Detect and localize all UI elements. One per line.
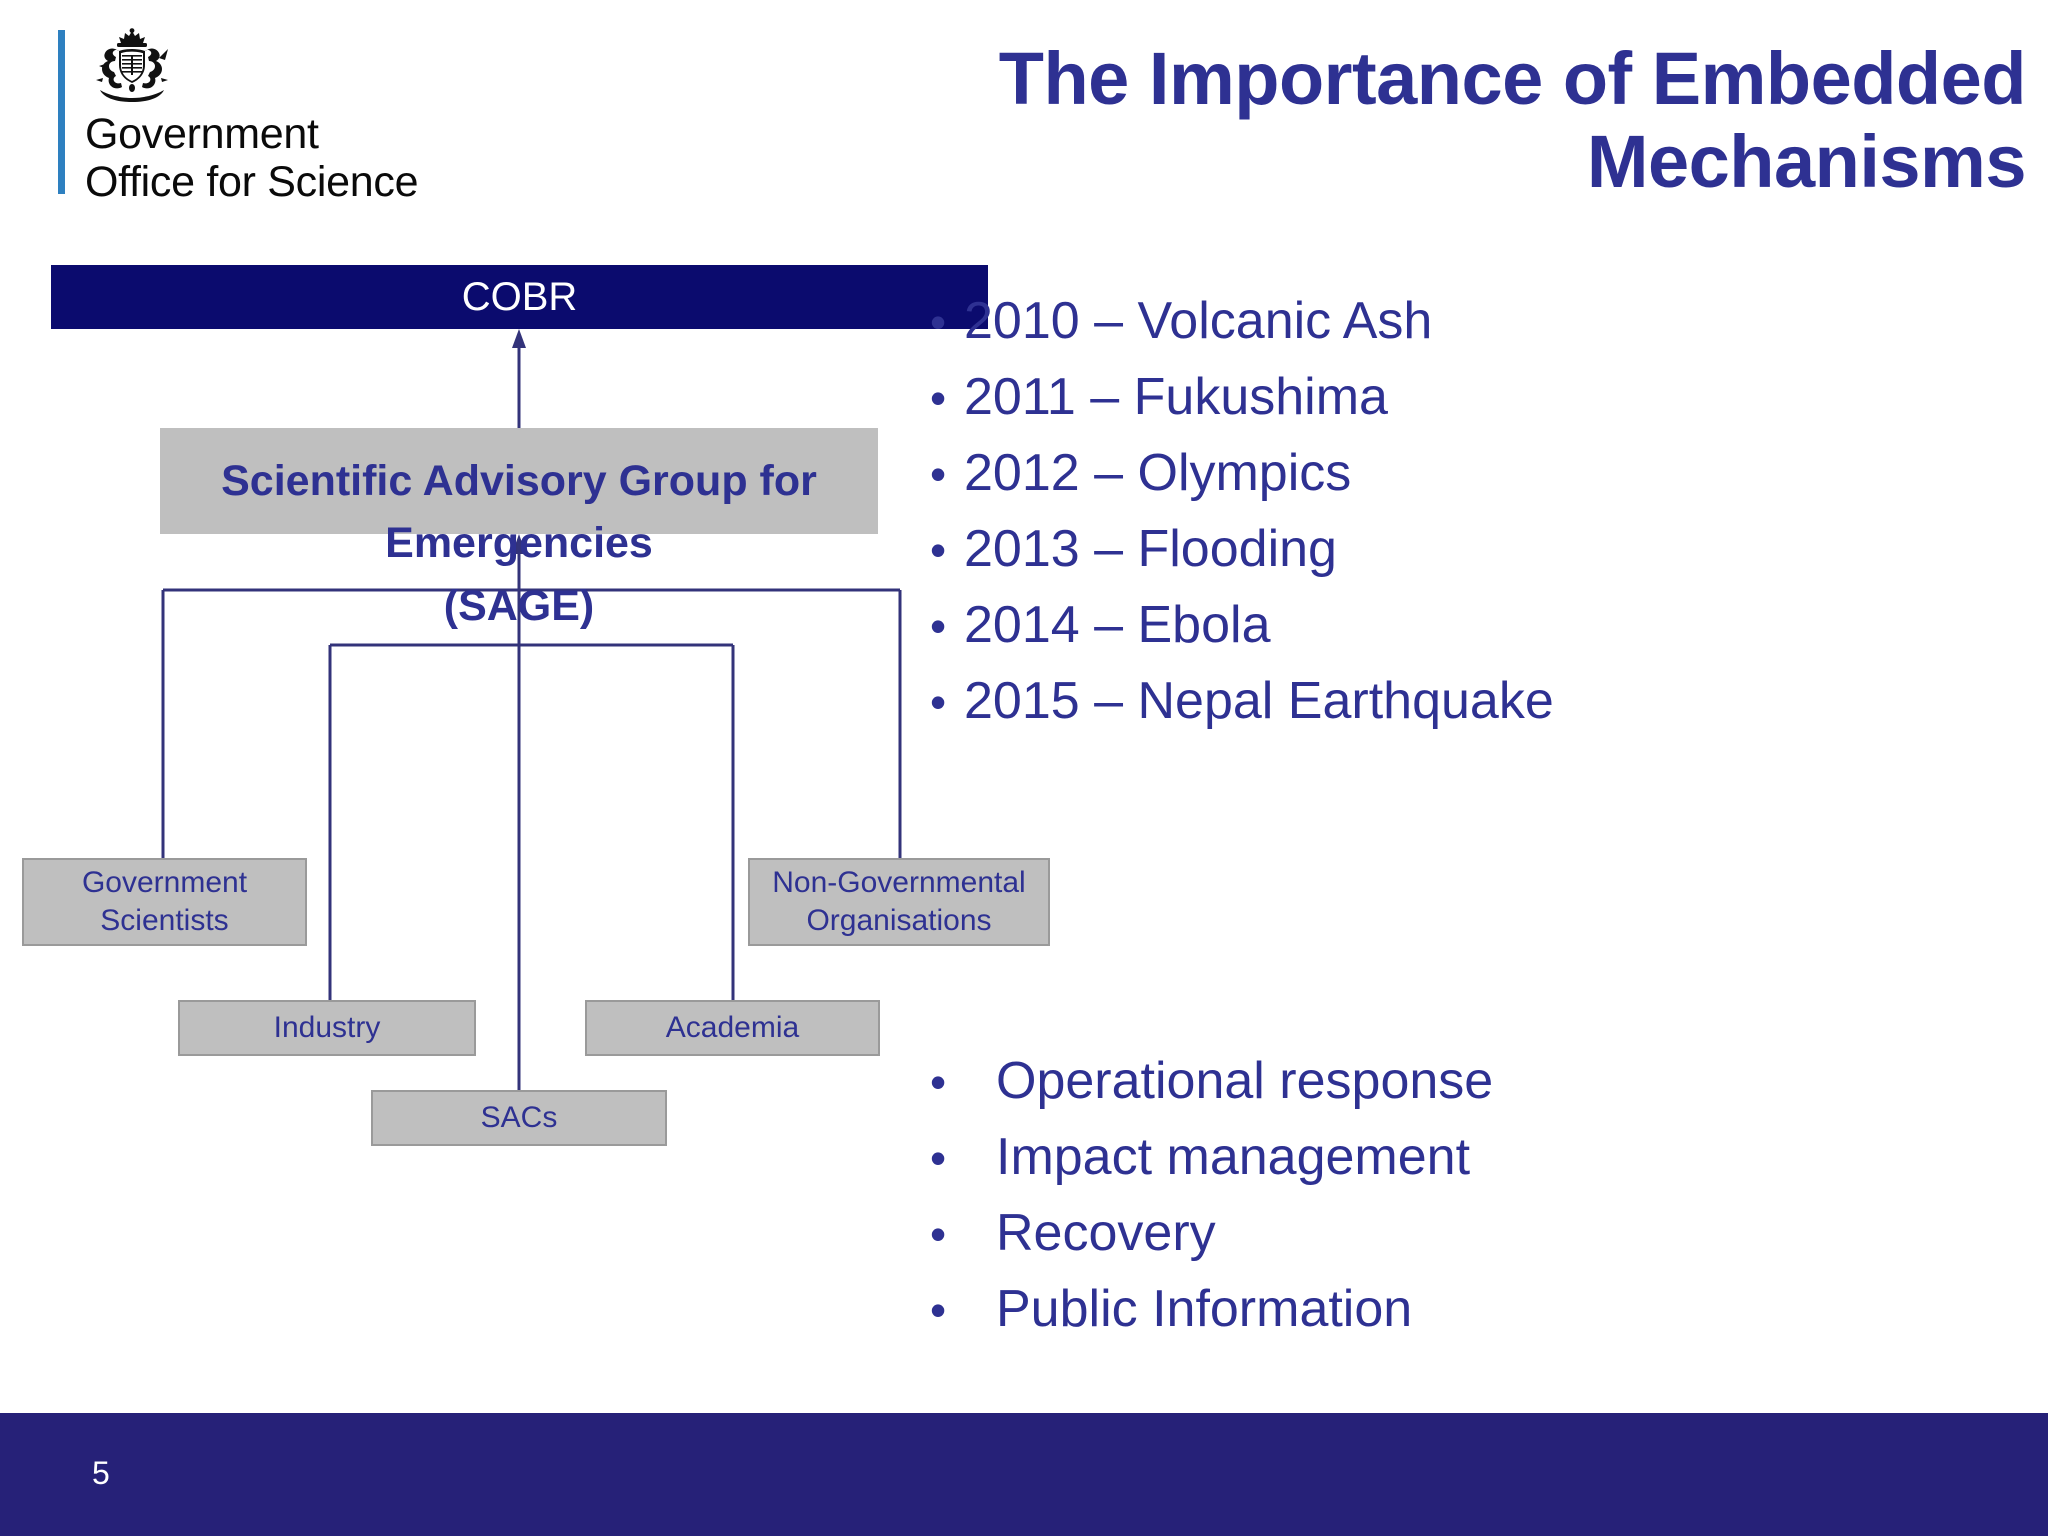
bullet-icon: • (930, 600, 947, 652)
org-box-line-1: Government (81, 865, 248, 899)
list-item-label: 2014 – Ebola (964, 596, 1271, 654)
list-item: • 2011 – Fukushima (930, 359, 1554, 435)
list-item: • 2013 – Flooding (930, 511, 1554, 587)
list-item-label: Recovery (996, 1204, 1216, 1262)
logo-wordmark: Government Office for Science (85, 110, 418, 206)
bullet-icon: • (930, 1132, 947, 1184)
bullet-icon: • (930, 1056, 947, 1108)
list-item: • Impact management (930, 1119, 1493, 1195)
list-item-label: Public Information (996, 1280, 1413, 1338)
list-item-label: 2011 – Fukushima (964, 368, 1388, 426)
list-item-label: 2012 – Olympics (964, 444, 1352, 502)
response-phases-list: • Operational response • Impact management… (930, 1043, 1493, 1347)
list-item: • 2010 – Volcanic Ash (930, 283, 1554, 359)
bullet-icon: • (930, 1208, 947, 1260)
list-item-label: 2013 – Flooding (964, 520, 1337, 578)
bullet-icon: • (930, 372, 947, 424)
org-box-label: SACs (480, 1100, 558, 1134)
page-number: 5 (92, 1455, 110, 1491)
page-title: The Importance of Embedded Mechanisms (998, 37, 2027, 203)
sage-line-1: Scientific Advisory Group for (221, 457, 817, 505)
logo-line-2: Office for Science (85, 158, 419, 206)
cobr-label: COBR (461, 274, 578, 319)
list-item-label: 2010 – Volcanic Ash (964, 292, 1433, 350)
logo-blue-rule (58, 30, 65, 194)
sage-box[interactable]: Scientific Advisory Group for Emergencie… (160, 428, 878, 630)
org-box-line-2: Scientists (100, 904, 229, 937)
list-item: • 2015 – Nepal Earthquake (930, 663, 1554, 739)
sage-line-3: (SAGE) (443, 581, 595, 630)
list-item: • 2014 – Ebola (930, 587, 1554, 663)
sage-line-2: Emergencies (385, 519, 653, 568)
org-box-label: Industry (273, 1010, 381, 1044)
list-item-label: 2015 – Nepal Earthquake (964, 672, 1554, 730)
list-item-label: Operational response (996, 1052, 1494, 1110)
list-item: • Operational response (930, 1043, 1493, 1119)
list-item-label: Impact management (996, 1128, 1471, 1186)
bullet-icon: • (930, 448, 947, 500)
logo-line-1: Government (85, 110, 319, 158)
bullet-icon: • (930, 1284, 947, 1336)
org-box-sacs[interactable]: SACs (371, 1090, 667, 1146)
org-box-line-1: Non-Governmental (772, 865, 1026, 899)
list-item: • Recovery (930, 1195, 1493, 1271)
bullet-icon: • (930, 296, 947, 348)
emergency-years-list: • 2010 – Volcanic Ash • 2011 – Fukushima •… (930, 283, 1554, 739)
slide-footer-bar: 5 (0, 1413, 2048, 1536)
bullet-icon: • (930, 676, 947, 728)
org-box-line-2: Organisations (806, 904, 992, 937)
arrowhead-sage-to-cobr (512, 329, 526, 348)
list-item: • Public Information (930, 1271, 1493, 1347)
government-office-for-science-logo: Government Office for Science (58, 28, 518, 206)
list-item: • 2012 – Olympics (930, 435, 1554, 511)
org-box-academia[interactable]: Academia (585, 1000, 880, 1056)
cobr-box[interactable]: COBR (51, 265, 988, 329)
royal-crest-icon (96, 28, 168, 102)
org-box-label: Academia (665, 1010, 800, 1044)
bullet-icon: • (930, 524, 947, 576)
org-box-industry[interactable]: Industry (178, 1000, 476, 1056)
